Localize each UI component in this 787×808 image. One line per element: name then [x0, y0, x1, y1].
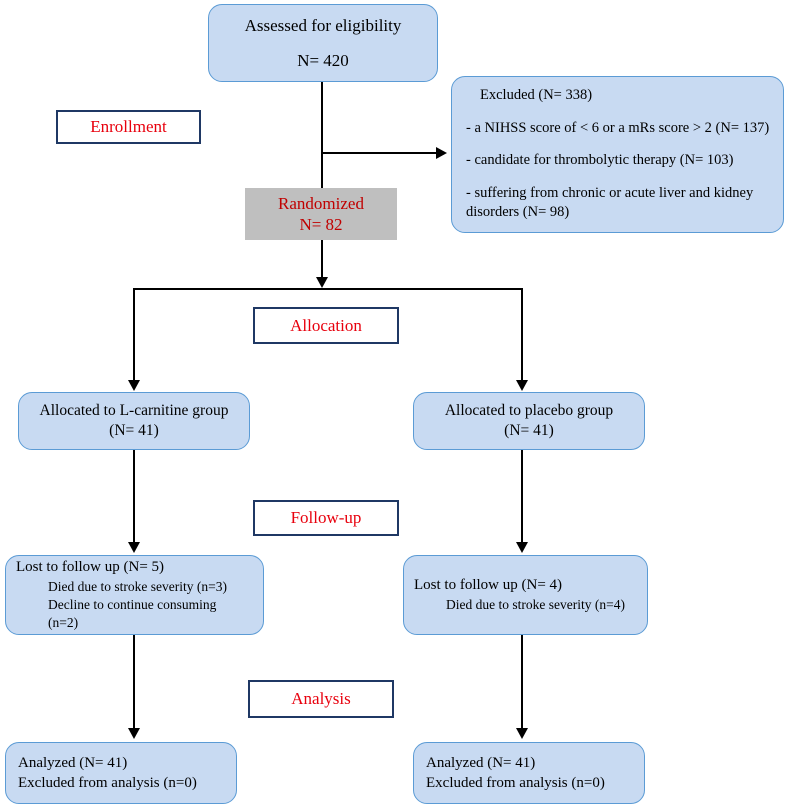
- excluded-line-2: - a NIHSS score of < 6 or a mRs score > …: [466, 119, 770, 136]
- analyzed-right-line-1: Analyzed (N= 41): [426, 754, 536, 771]
- analyzed-left-line-2: Excluded from analysis (n=0): [18, 775, 197, 791]
- arrow-analyzed-right: [516, 728, 528, 739]
- randomized-line-1: Randomized: [278, 193, 364, 213]
- stage-label-followup: Follow-up: [253, 500, 399, 536]
- connector-split-to-allocated-left: [133, 288, 135, 381]
- followup-left-line-3: Decline to continue consuming: [48, 597, 217, 612]
- connector-split-to-allocated-right: [521, 288, 523, 381]
- excluded-line-5: disorders (N= 98): [466, 204, 570, 221]
- node-allocated-left: Allocated to L-carnitine group (N= 41): [18, 392, 250, 450]
- stage-label-allocation: Allocation: [253, 307, 399, 344]
- assessed-line-1: Assessed for eligibility: [244, 15, 402, 35]
- connector-branch-to-excluded: [321, 152, 436, 154]
- arrow-randomized-split: [316, 277, 328, 288]
- arrow-allocated-right: [516, 380, 528, 391]
- followup-left-line-1: Lost to follow up (N= 5): [16, 559, 165, 576]
- node-excluded: Excluded (N= 338) - a NIHSS score of < 6…: [451, 76, 784, 233]
- node-analyzed-right: Analyzed (N= 41) Excluded from analysis …: [413, 742, 645, 804]
- excluded-line-4: - suffering from chronic or acute liver …: [466, 184, 754, 201]
- node-followup-left: Lost to follow up (N= 5) Died due to str…: [5, 555, 264, 635]
- stage-label-analysis: Analysis: [248, 680, 394, 718]
- followup-right-line-1: Lost to follow up (N= 4): [414, 577, 563, 594]
- node-randomized: Randomized N= 82: [245, 188, 397, 240]
- allocation-label-text: Allocation: [290, 315, 362, 335]
- followup-left-line-2: Died due to stroke severity (n=3): [48, 579, 227, 595]
- assessed-line-2: N= 420: [297, 51, 349, 70]
- arrow-analyzed-left: [128, 728, 140, 739]
- stage-label-enrollment: Enrollment: [56, 110, 201, 144]
- node-analyzed-left: Analyzed (N= 41) Excluded from analysis …: [5, 742, 237, 804]
- connector-randomized-to-split: [321, 240, 323, 278]
- connector-allocation-split-bar: [133, 288, 523, 290]
- randomized-line-2: N= 82: [299, 215, 343, 234]
- connector-allocated-left-to-followup: [133, 450, 135, 543]
- excluded-line-1: Excluded (N= 338): [480, 87, 593, 104]
- node-allocated-right: Allocated to placebo group (N= 41): [413, 392, 645, 450]
- analysis-label-text: Analysis: [291, 689, 351, 708]
- connector-followup-left-to-analyzed: [133, 635, 135, 729]
- allocated-right-line-2: (N= 41): [504, 422, 554, 439]
- arrow-followup-right: [516, 542, 528, 553]
- followup-right-line-2: Died due to stroke severity (n=4): [446, 596, 625, 612]
- allocated-left-line-2: (N= 41): [109, 422, 159, 439]
- allocated-left-line-1: Allocated to L-carnitine group: [39, 401, 229, 419]
- arrow-allocated-left: [128, 380, 140, 391]
- allocated-right-line-1: Allocated to placebo group: [444, 401, 614, 419]
- excluded-line-3: - candidate for thrombolytic therapy (N=…: [466, 152, 734, 169]
- enrollment-label-text: Enrollment: [90, 117, 167, 136]
- arrow-to-excluded: [436, 147, 447, 159]
- analyzed-left-line-1: Analyzed (N= 41): [18, 754, 128, 771]
- connector-assessed-to-randomized: [321, 82, 323, 188]
- followup-label-text: Follow-up: [290, 508, 362, 527]
- connector-followup-right-to-analyzed: [521, 635, 523, 729]
- node-followup-right: Lost to follow up (N= 4) Died due to str…: [403, 555, 648, 635]
- followup-left-line-4: (n=2): [48, 614, 79, 630]
- node-assessed-for-eligibility: Assessed for eligibility N= 420: [208, 4, 438, 82]
- connector-allocated-right-to-followup: [521, 450, 523, 543]
- analyzed-right-line-2: Excluded from analysis (n=0): [426, 775, 605, 791]
- arrow-followup-left: [128, 542, 140, 553]
